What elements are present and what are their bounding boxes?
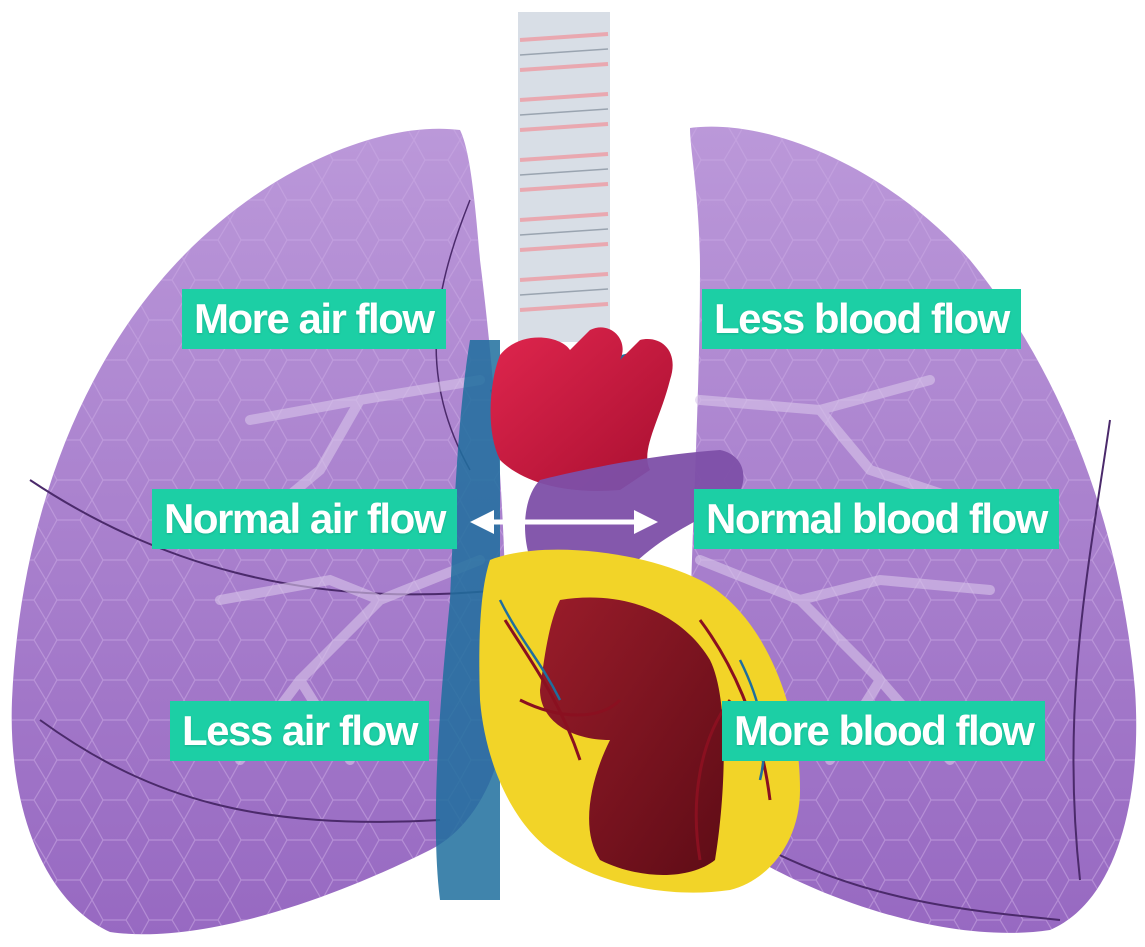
label-normal-blood-flow: Normal blood flow: [694, 489, 1059, 549]
label-normal-air-flow: Normal air flow: [152, 489, 457, 549]
label-more-blood-flow: More blood flow: [722, 701, 1045, 761]
label-less-air-flow: Less air flow: [170, 701, 429, 761]
label-less-blood-flow: Less blood flow: [702, 289, 1021, 349]
trachea: [518, 12, 610, 342]
label-more-air-flow: More air flow: [182, 289, 446, 349]
